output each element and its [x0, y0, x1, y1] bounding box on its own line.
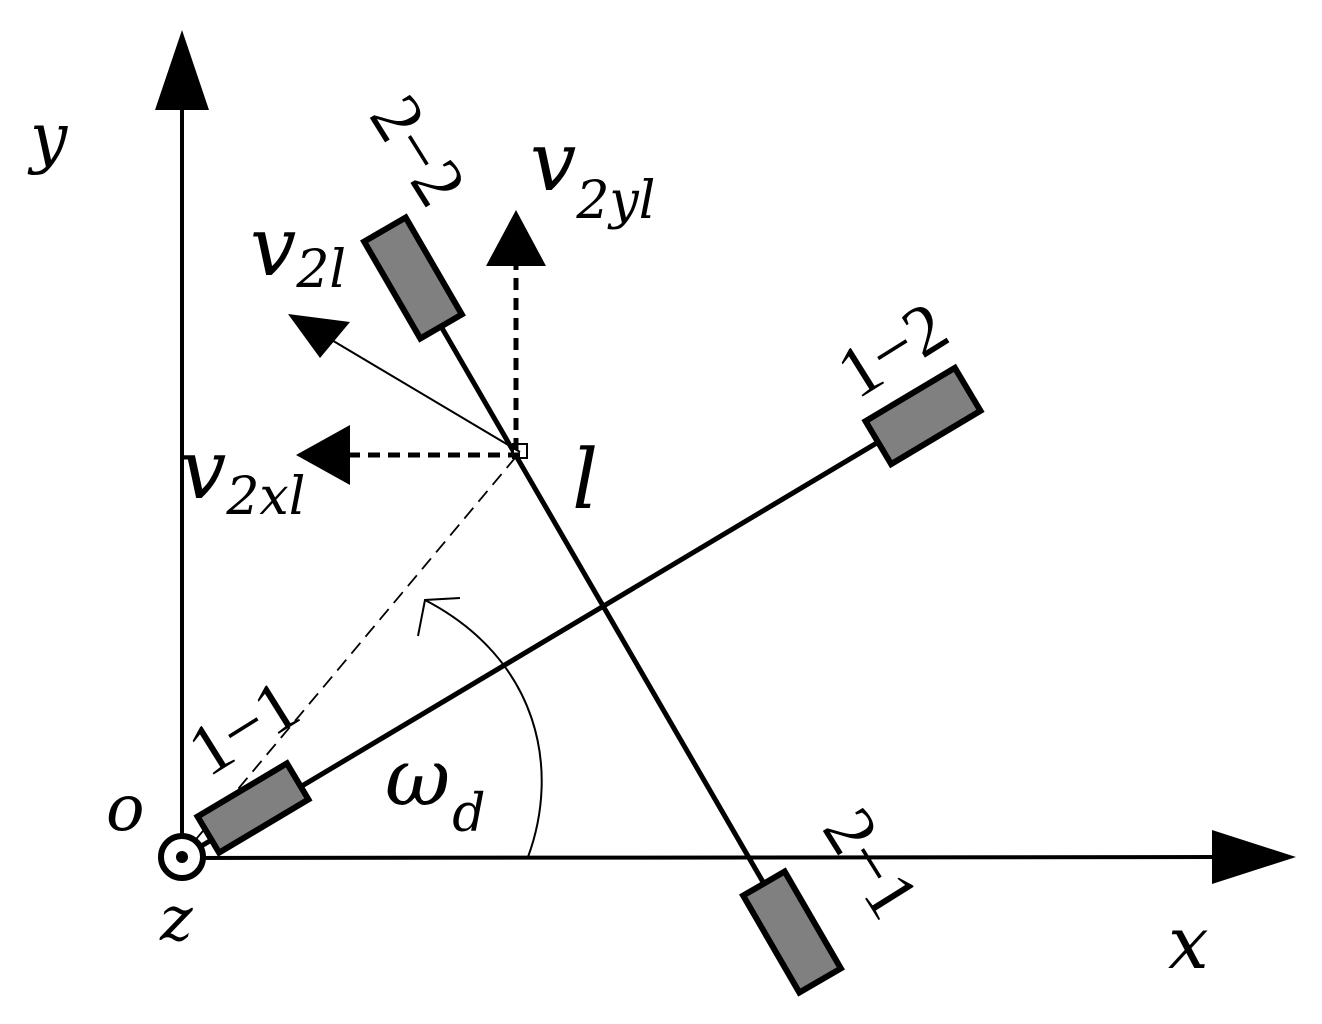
x-axis-label: x: [1168, 901, 1209, 985]
wheel-2-2: [360, 213, 466, 343]
wheel-2-1-label: 2−1: [808, 794, 936, 932]
v2yl-symbol: v: [530, 115, 576, 210]
v2xl-label: v2xl: [180, 423, 305, 527]
origin-label: o: [106, 772, 145, 846]
v2l-label: v2l: [250, 200, 346, 300]
x-axis: [181, 830, 1296, 884]
wheel-2-2-label: 2−2: [355, 81, 483, 219]
y-axis-arrowhead: [155, 30, 209, 110]
v2yl-label: v2yl: [530, 115, 655, 231]
y-axis-label: y: [27, 99, 68, 176]
wheel-1-2: [861, 363, 985, 469]
v2l-subscript: 2l: [295, 240, 346, 300]
z-axis-label: z: [159, 882, 193, 955]
axle-1: [196, 413, 924, 851]
v2l-symbol: v: [250, 200, 296, 295]
point-l-label: l: [572, 433, 598, 528]
y-axis: [155, 30, 209, 858]
wheel-1-1: [193, 759, 313, 857]
v2l-arrow-shaft: [324, 335, 521, 453]
v2l-arrowhead: [288, 314, 350, 358]
z-axis-out-of-page-icon: [158, 833, 206, 881]
x-axis-arrowhead: [1212, 830, 1296, 884]
v2xl-arrowhead: [296, 425, 350, 485]
angle-subscript: d: [452, 784, 485, 844]
v2xl-subscript: 2xl: [225, 467, 305, 527]
angle-arc-arrowhead: [417, 597, 461, 637]
v2yl-subscript: 2yl: [575, 171, 655, 231]
v2xl-symbol: v: [180, 423, 226, 518]
angle-symbol: ω: [385, 731, 450, 824]
angle-arc: [424, 599, 543, 858]
angle-label: ωd: [385, 731, 486, 844]
wheel-2-1: [739, 867, 845, 997]
axle-2: [410, 276, 795, 934]
v2yl-arrowhead: [486, 210, 546, 266]
